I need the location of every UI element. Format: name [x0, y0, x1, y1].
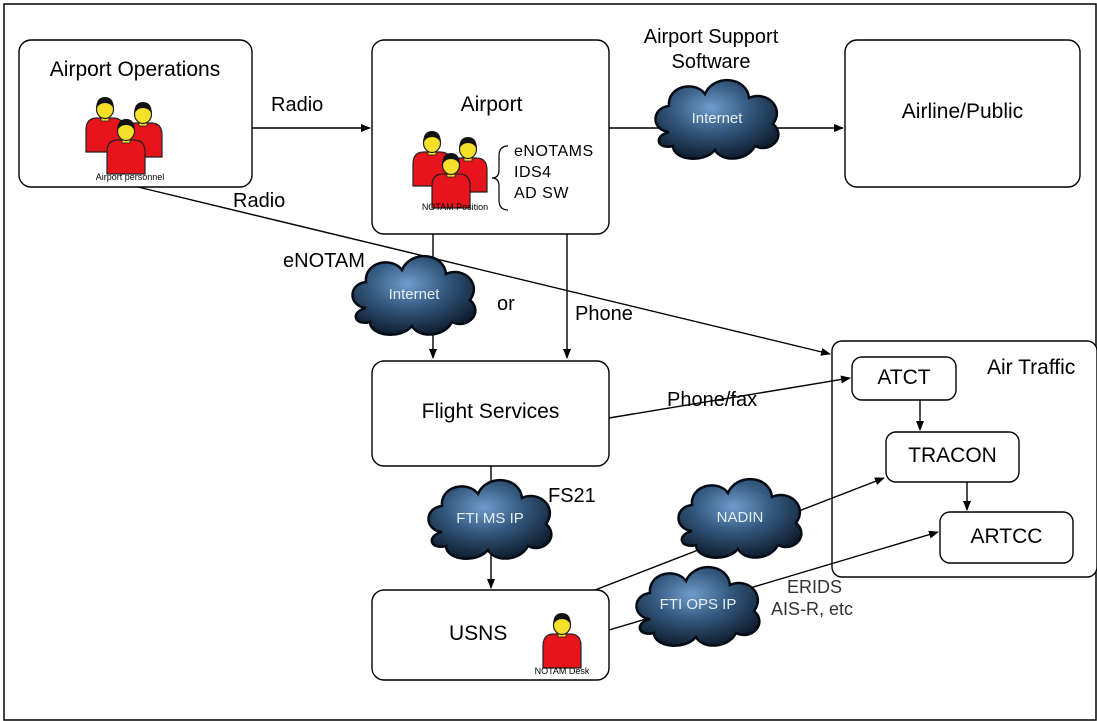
phone-fax-label: Phone/fax: [667, 389, 758, 411]
notam-position-caption: NOTAM Position: [421, 202, 489, 212]
air-traffic-title: Air Traffic: [987, 356, 1076, 379]
airline-public-title: Airline/Public: [901, 100, 1024, 123]
radio-diagonal-arrow: [137, 186, 831, 356]
airline-public-box: [844, 39, 1081, 188]
airport-operations-title: Airport Operations: [49, 58, 221, 81]
airport-system-ad-sw: AD SW: [514, 185, 569, 202]
enotam-label: eNOTAM: [283, 250, 365, 272]
airport-title: Airport: [460, 93, 523, 116]
cloud-internet-left-label: Internet: [388, 286, 440, 303]
cloud-nadin-label: NADIN: [716, 509, 764, 526]
notam-desk-caption: NOTAM Desk: [534, 666, 590, 676]
tracon-box: [885, 431, 1020, 483]
atct-label: ATCT: [877, 366, 931, 389]
fs21-label: FS21: [548, 485, 596, 507]
tracon-label: TRACON: [908, 444, 997, 467]
artcc-label: ARTCC: [970, 525, 1043, 548]
cloud-fti-ops-ip-label: FTI OPS IP: [659, 596, 737, 613]
erids-label: ERIDS: [787, 577, 843, 597]
airport-support-line1: Airport Support: [643, 26, 779, 48]
airport-system-enotams: eNOTAMS: [514, 143, 594, 160]
cloud-internet-top-label: Internet: [691, 110, 743, 127]
phone-label: Phone: [575, 303, 633, 325]
cloud-fti-ms-ip-label: FTI MS IP: [456, 510, 524, 527]
artcc-box: [939, 511, 1074, 564]
radio-top-label: Radio: [271, 94, 324, 116]
phone-fax-arrow: [608, 375, 851, 419]
ais-r-label: AIS-R, etc: [771, 599, 854, 619]
airport-support-line2: Software: [671, 51, 751, 73]
systems-brace: [491, 145, 509, 211]
radio-diagonal-label: Radio: [233, 190, 286, 212]
atct-box: [851, 356, 957, 401]
usns-title: USNS: [449, 622, 508, 645]
airport-system-ids4: IDS4: [514, 164, 552, 181]
airport-personnel-caption: Airport personnel: [95, 172, 165, 182]
flight-services-title: Flight Services: [421, 400, 560, 423]
or-label: or: [497, 293, 515, 315]
